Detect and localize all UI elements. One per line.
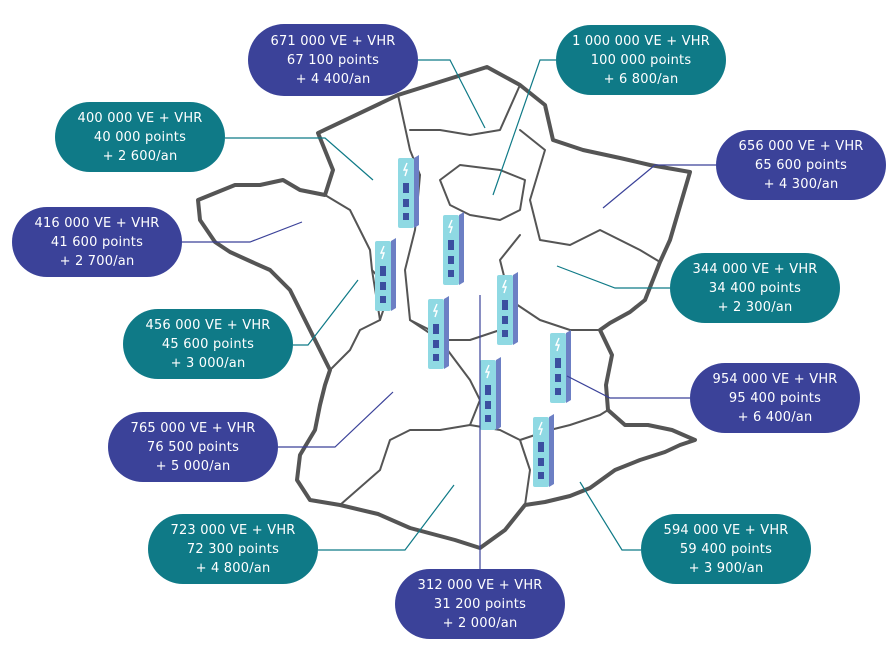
region-label-hauts-de-france: 671 000 VE + VHR 67 100 points + 4 400/a… <box>248 24 418 96</box>
label-points: 76 500 points <box>146 439 240 455</box>
label-points: 31 200 points <box>433 596 527 612</box>
label-points: 72 300 points <box>186 541 280 557</box>
label-growth: + 6 400/an <box>737 409 813 425</box>
label-points: 59 400 points <box>679 541 773 557</box>
charging-station-icon <box>533 414 554 487</box>
leader-line <box>278 391 394 448</box>
leader-line <box>318 484 455 551</box>
region-label-nouvelle-aquitaine: 765 000 VE + VHR 76 500 points + 5 000/a… <box>108 412 278 482</box>
label-ve-count: 765 000 VE + VHR <box>130 420 256 436</box>
label-points: 67 100 points <box>286 52 380 68</box>
label-ve-count: 416 000 VE + VHR <box>34 215 160 231</box>
label-ve-count: 594 000 VE + VHR <box>663 522 789 538</box>
region-label-auvergne-rhone-alpes: 954 000 VE + VHR 95 400 points + 6 400/a… <box>690 363 860 433</box>
leader-line <box>579 481 641 551</box>
border-nouvelle-aquitaine-east <box>439 339 481 426</box>
region-label-bourgogne-franche-comte: 344 000 VE + VHR 34 400 points + 2 300/a… <box>670 253 840 323</box>
label-growth: + 2 600/an <box>102 148 178 164</box>
region-label-occitanie: 723 000 VE + VHR 72 300 points + 4 800/a… <box>148 514 318 584</box>
label-growth: + 4 400/an <box>295 71 371 87</box>
label-ve-count: 723 000 VE + VHR <box>170 522 296 538</box>
region-borders <box>196 65 697 550</box>
border-occitanie-north <box>339 424 531 506</box>
leader-line <box>492 59 556 196</box>
label-growth: + 2 700/an <box>59 253 135 269</box>
label-points: 95 400 points <box>728 390 822 406</box>
leader-line <box>566 375 690 399</box>
label-ve-count: 400 000 VE + VHR <box>77 110 203 126</box>
charging-stations <box>375 155 571 487</box>
border-bfc-ara <box>509 299 601 331</box>
label-ve-count: 1 000 000 VE + VHR <box>572 33 710 49</box>
charging-station-icon <box>375 238 396 311</box>
label-growth: + 5 000/an <box>155 458 231 474</box>
label-growth: + 6 800/an <box>603 71 679 87</box>
charging-station-icon <box>497 272 518 345</box>
leader-line <box>225 137 374 181</box>
leader-line <box>293 279 359 346</box>
charging-station-icon <box>550 330 571 403</box>
label-growth: + 2 000/an <box>442 615 518 631</box>
region-label-provence-alpes-cote-azur: 594 000 VE + VHR 59 400 points + 3 900/a… <box>641 514 811 584</box>
region-label-grand-est: 656 000 VE + VHR 65 600 points + 4 300/a… <box>716 130 886 200</box>
leader-lines <box>182 59 716 569</box>
region-label-bretagne: 416 000 VE + VHR 41 600 points + 2 700/a… <box>12 207 182 277</box>
label-ve-count: 954 000 VE + VHR <box>712 371 838 387</box>
label-growth: + 3 000/an <box>170 355 246 371</box>
label-growth: + 4 800/an <box>195 560 271 576</box>
label-ve-count: 312 000 VE + VHR <box>417 577 543 593</box>
region-label-centre-val-de-loire: 312 000 VE + VHR 31 200 points + 2 000/a… <box>395 569 565 639</box>
label-points: 40 000 points <box>93 129 187 145</box>
border-hdf-south <box>409 84 521 136</box>
charging-station-icon <box>428 296 449 369</box>
charging-station-icon <box>480 357 501 430</box>
region-label-pays-de-la-loire: 456 000 VE + VHR 45 600 points + 3 000/a… <box>123 309 293 379</box>
label-points: 65 600 points <box>754 157 848 173</box>
region-label-ile-de-france: 1 000 000 VE + VHR 100 000 points + 6 80… <box>556 25 726 95</box>
label-growth: + 4 300/an <box>763 176 839 192</box>
label-points: 41 600 points <box>50 234 144 250</box>
leader-line <box>556 265 670 289</box>
border-grand-est-west <box>519 129 661 263</box>
charging-station-icon <box>398 155 419 228</box>
border-normandie-bretagne <box>324 194 381 321</box>
label-points: 45 600 points <box>161 336 255 352</box>
label-growth: + 2 300/an <box>717 299 793 315</box>
label-points: 34 400 points <box>708 280 802 296</box>
label-points: 100 000 points <box>590 52 692 68</box>
leader-line <box>418 59 486 129</box>
france-outline <box>196 65 697 550</box>
border-idf <box>439 164 526 221</box>
leader-line <box>182 221 303 243</box>
label-ve-count: 456 000 VE + VHR <box>145 317 271 333</box>
charging-station-icon <box>443 212 464 285</box>
label-growth: + 3 900/an <box>688 560 764 576</box>
leader-line <box>602 164 716 209</box>
region-label-normandie: 400 000 VE + VHR 40 000 points + 2 600/a… <box>55 102 225 172</box>
label-ve-count: 656 000 VE + VHR <box>738 138 864 154</box>
label-ve-count: 344 000 VE + VHR <box>692 261 818 277</box>
label-ve-count: 671 000 VE + VHR <box>270 33 396 49</box>
